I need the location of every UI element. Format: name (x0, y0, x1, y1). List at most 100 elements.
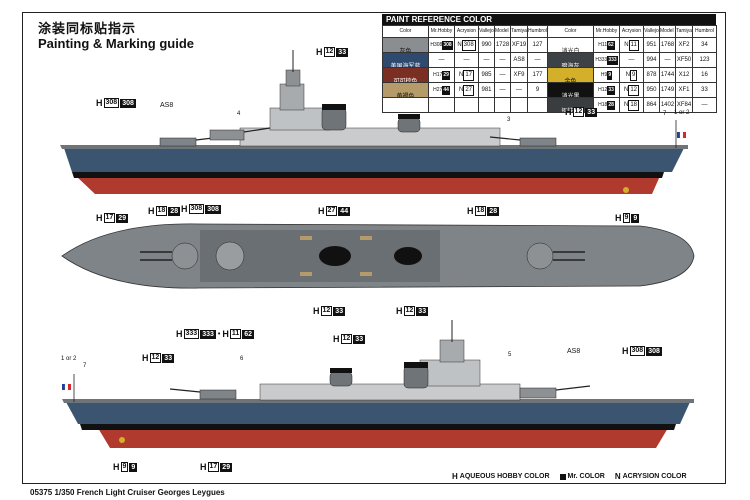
paint-h-code: 18 (601, 101, 608, 108)
hull-red-bottom-bottom (98, 428, 668, 448)
paint-h-code: 308 (433, 41, 443, 48)
paint-name-cn: 黄褐色 (396, 93, 415, 98)
page-frame (22, 12, 726, 484)
title-chinese: 涂装同标贴指示 (38, 22, 137, 37)
label-1or2-bottom: 1 or 2 (61, 356, 77, 362)
paint-row: Cocoa Brown可可棕色H1729N17985—XF9177Gold金色H… (382, 67, 717, 83)
paint-name-cn: 消光黑 (561, 93, 580, 98)
paint-h-code: 12 (601, 86, 608, 93)
paint-n-code: 27 (463, 84, 475, 96)
label-7-top: 7 (663, 111, 667, 117)
paint-h-code: 333 (598, 56, 608, 63)
paint-h-code: 17 (436, 71, 443, 78)
propeller-top (623, 187, 629, 193)
hull-blue-bottom (66, 402, 690, 424)
paint-n-code: 12 (628, 84, 640, 96)
paint-mr-code: 9 (607, 70, 613, 80)
paint-swatch: Gold金色 (547, 67, 594, 83)
paint-h-code: 27 (436, 86, 443, 93)
label-as8-top: AS8 (160, 102, 174, 109)
paint-mrhobby: H1162 (593, 37, 620, 53)
paint-n-code: 17 (463, 69, 475, 81)
paint-n-code: 18 (628, 99, 640, 111)
paint-n-code: 9 (630, 69, 638, 81)
paint-mr-code: 33 (607, 85, 615, 95)
label-4: 4 (237, 111, 241, 117)
label-1or2-top: 1 or 2 (674, 110, 690, 116)
page-title: Painting & Marking guide (38, 36, 195, 51)
paint-mr-code: 44 (442, 85, 450, 95)
paint-h-code: 11 (601, 41, 608, 48)
boot-stripe-top (72, 172, 664, 178)
paint-swatch: Flat White消光白 (547, 37, 594, 53)
boot-stripe-bottom (80, 424, 676, 430)
label-7-bottom: 7 (83, 363, 87, 369)
funnel-fore-top (321, 107, 347, 131)
hull-blue-top (64, 148, 684, 172)
funnel-aft-bottom (329, 371, 353, 387)
paint-mr-code: 308 (442, 40, 453, 50)
paint-name-cn: 暗海灰 (561, 63, 580, 68)
french-flag-top (677, 132, 680, 138)
label-as8-bottom: AS8 (567, 348, 581, 355)
propeller-bottom (119, 437, 125, 443)
funnel-plan-fore (319, 246, 351, 266)
paint-mrhobby: H308308 (428, 37, 455, 53)
legend-mr-color: Mr. COLOR (559, 472, 605, 481)
paint-n-code: 11 (628, 39, 639, 51)
paint-name-cn: 消光白 (561, 48, 580, 53)
plan-view (61, 223, 695, 289)
paint-name-cn: 可可棕色 (393, 78, 418, 83)
profile-top-view (60, 50, 688, 194)
kit-footer: 05375 1/350 French Light Cruiser Georges… (30, 488, 225, 497)
paint-mr-code: 29 (442, 70, 450, 80)
paint-humbrol: — (692, 97, 717, 113)
funnel-plan-aft (394, 247, 422, 265)
paint-swatch: Flat Black消光黑 (547, 82, 594, 98)
label-3: 3 (507, 117, 511, 123)
french-flag-bottom (62, 384, 65, 390)
paint-h-code: 9 (604, 71, 608, 78)
label-5: 5 (508, 352, 512, 358)
paint-swatch: Grey灰色 (382, 37, 429, 53)
paint-name-cn: 金色 (564, 78, 577, 83)
label-6: 6 (240, 356, 244, 362)
paint-mr-code: 333 (607, 55, 618, 65)
profile-bottom-view (62, 320, 694, 448)
paint-name-cn: 美国海军蓝 (390, 63, 421, 68)
hull-red-bottom-top (76, 176, 660, 194)
funnel-aft-top (397, 117, 421, 133)
paint-row: Steel钢铁色H1828N188641402XF84— (382, 97, 717, 113)
funnel-fore-bottom (403, 365, 429, 389)
paint-swatch: Tan黄褐色 (382, 82, 429, 98)
paint-reference-heading: PAINT REFERENCE COLOR (382, 14, 716, 25)
paint-row: Tan黄褐色H2744N27981——9Flat Black消光黑H1233N1… (382, 82, 717, 98)
paint-name-cn: 钢铁色 (561, 108, 580, 113)
paint-mr-code: 28 (607, 100, 615, 110)
paint-n-code: 308 (461, 39, 476, 51)
